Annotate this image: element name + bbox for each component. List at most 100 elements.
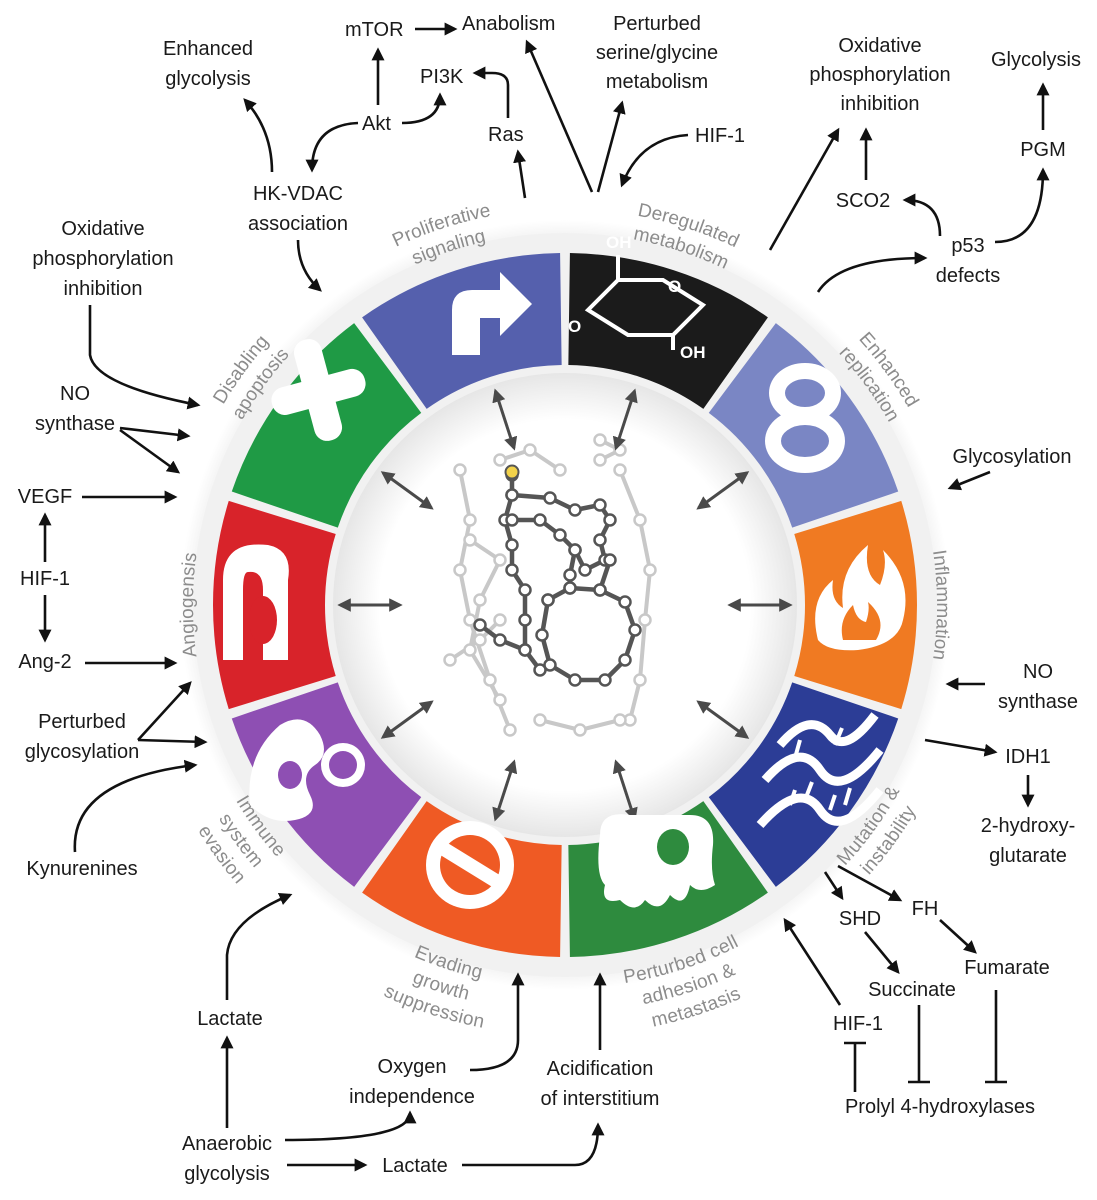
label-lactate-bottom: Lactate — [382, 1155, 448, 1177]
network-node — [573, 723, 587, 737]
cross-icon — [271, 339, 366, 441]
network-node — [493, 613, 507, 627]
network-node — [523, 443, 537, 457]
label-mtor: mTOR — [345, 19, 404, 41]
label-kynurenines: Kynurenines — [26, 858, 137, 880]
label-fumarate: Fumarate — [964, 957, 1050, 979]
network-node — [473, 593, 487, 607]
label-hif1-bottom: HIF-1 — [833, 1013, 883, 1035]
network-node — [505, 513, 519, 527]
network-node — [613, 713, 627, 727]
segment-label-inflammation-1: Inflammation — [928, 549, 953, 662]
label-oxphos-right-3: inhibition — [841, 93, 920, 115]
label-prolyl: Prolyl 4-hydroxylases — [845, 1096, 1035, 1118]
label-perturbed-glycosylation-1: Perturbed — [38, 711, 126, 733]
outer-labels: mTOR Anabolism Enhanced glycolysis PI3K … — [18, 13, 1081, 1185]
inhibit-fumarate — [985, 990, 1007, 1084]
label-fh: FH — [912, 898, 939, 920]
label-oxphos-left-3: inhibition — [64, 278, 143, 300]
network-node — [453, 563, 467, 577]
network-node — [598, 673, 612, 687]
label-idh1: IDH1 — [1005, 746, 1051, 768]
radial-arrow-adhesion — [612, 759, 638, 822]
network-node — [463, 533, 477, 547]
network-node — [535, 628, 549, 642]
segment-replication — [708, 323, 899, 528]
oh-label-bottom: OH — [680, 343, 706, 362]
label-ras: Ras — [488, 124, 524, 146]
network-node — [593, 433, 607, 447]
network-node — [543, 658, 557, 672]
o-label-left: O — [568, 317, 581, 336]
network-node — [633, 673, 647, 687]
inner-circle — [333, 373, 797, 837]
network-node — [443, 653, 457, 667]
flame-icon — [815, 545, 906, 651]
network-node — [618, 595, 632, 609]
turn-arrow-icon — [452, 272, 532, 355]
network-node — [493, 693, 507, 707]
arrow-pglyc-immune — [137, 735, 208, 749]
label-serine-1: Perturbed — [613, 13, 701, 35]
network-node — [533, 713, 547, 727]
label-2hg-2: glutarate — [989, 845, 1067, 867]
network-node — [543, 491, 557, 505]
label-serine-2: serine/glycine — [596, 42, 718, 64]
network-node — [568, 543, 582, 557]
network-node — [541, 593, 555, 607]
label-pgm: PGM — [1020, 139, 1066, 161]
label-hif1-left: HIF-1 — [20, 568, 70, 590]
label-anaerobic-1: Anaerobic — [182, 1133, 272, 1155]
network-node — [518, 613, 532, 627]
label-akt: Akt — [362, 113, 391, 135]
radial-arrow-immune — [380, 700, 434, 739]
arrow-pglyc-angio — [137, 681, 192, 741]
arrow-oxygen-growth — [469, 972, 525, 1072]
network-node — [463, 643, 477, 657]
network-node — [503, 723, 517, 737]
label-no-synthase-left-1: NO — [60, 383, 90, 405]
arrow-shd-succinate — [863, 931, 900, 975]
arrow-metab-serine — [596, 100, 626, 193]
arrow-kynurenines-immune — [73, 759, 198, 853]
oh-label-top: OH — [606, 233, 632, 252]
network-node — [603, 553, 617, 567]
label-p53-2: defects — [936, 265, 1000, 287]
glucose-ring-icon: OH O O OH — [568, 233, 707, 362]
label-perturbed-glycosylation-2: glycosylation — [25, 741, 140, 763]
segment-label-angiogenesis-1: Angiogensis — [177, 551, 202, 658]
arrow-mutation-fh — [837, 864, 903, 902]
o-label-ring: O — [668, 277, 681, 296]
label-pi3k: PI3K — [420, 66, 464, 88]
radial-arrow-mutation — [696, 700, 750, 739]
label-oxygen-1: Oxygen — [378, 1056, 447, 1078]
arrow-metab-oxphos — [768, 127, 840, 251]
arrow-fh-fumarate — [939, 919, 977, 954]
network-node — [483, 673, 497, 687]
arrow-mutation-idh1 — [924, 738, 998, 757]
network-node — [638, 613, 652, 627]
network-node — [473, 633, 487, 647]
label-oxphos-right-1: Oxidative — [838, 35, 921, 57]
label-acidification-2: of interstitium — [541, 1088, 660, 1110]
label-no-synthase-left-2: synthase — [35, 413, 115, 435]
network-node — [493, 633, 507, 647]
arrow-akt-hkvdac — [305, 121, 359, 173]
radial-arrow-apoptosis — [380, 471, 434, 510]
no-entry-icon — [426, 821, 514, 909]
network-node — [618, 653, 632, 667]
pacman-cell-icon — [249, 719, 365, 821]
arrow-p53-sco2 — [902, 193, 942, 237]
segment-metabolism — [568, 253, 768, 409]
network-node — [505, 563, 519, 577]
network-node — [553, 528, 567, 542]
network-node — [633, 513, 647, 527]
arrow-nosynth-apoptosis — [119, 426, 191, 442]
network-node-highlight — [504, 464, 520, 480]
radial-arrow-replication — [696, 471, 750, 510]
network-node — [553, 463, 567, 477]
label-serine-3: metabolism — [606, 71, 708, 93]
label-no-synthase-right-2: synthase — [998, 691, 1078, 713]
label-no-synthase-right-1: NO — [1023, 661, 1053, 683]
dna-icon — [756, 712, 884, 829]
